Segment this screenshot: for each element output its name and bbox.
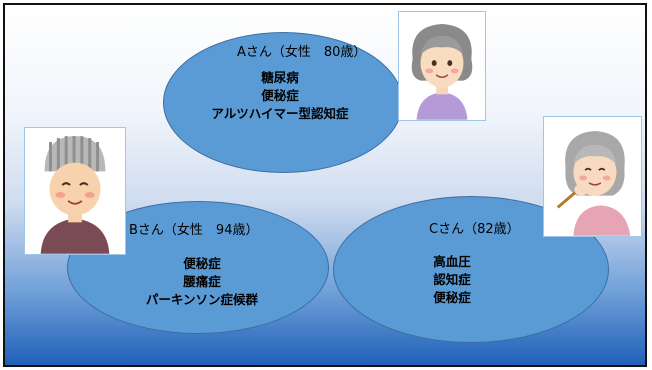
condition-item: 糖尿病 xyxy=(261,70,299,85)
elderly-woman-b-illustration xyxy=(24,127,126,255)
condition-item: 便秘症 xyxy=(183,256,221,271)
person-a-conditions: 糖尿病 便秘症 アルツハイマー型認知症 xyxy=(205,69,355,123)
elderly-woman-a-icon xyxy=(411,23,473,120)
person-c-conditions: 高血圧 認知症 便秘症 xyxy=(397,253,507,307)
person-a-title: Aさん（女性 80歳） xyxy=(237,45,367,60)
person-b-title: Bさん（女性 94歳） xyxy=(129,223,259,238)
condition-item: 認知症 xyxy=(433,272,471,287)
elderly-woman-b-icon xyxy=(40,136,110,254)
condition-item: 便秘症 xyxy=(433,290,471,305)
diagram-frame: Aさん（女性 80歳） 糖尿病 便秘症 アルツハイマー型認知症 Bさん（女性 9… xyxy=(3,3,647,367)
condition-item: 腰痛症 xyxy=(183,274,221,289)
condition-item: 便秘症 xyxy=(261,88,299,103)
condition-item: 高血圧 xyxy=(433,254,471,269)
person-a-ellipse xyxy=(163,32,403,173)
person-b-conditions: 便秘症 腰痛症 パーキンソン症候群 xyxy=(127,255,277,309)
condition-item: パーキンソン症候群 xyxy=(145,292,259,307)
person-c-title: Cさん（82歳） xyxy=(429,222,520,237)
elderly-woman-c-illustration xyxy=(543,116,642,237)
elderly-woman-a-illustration xyxy=(398,11,486,121)
condition-item: アルツハイマー型認知症 xyxy=(211,106,349,121)
elderly-woman-c-icon xyxy=(556,130,631,236)
